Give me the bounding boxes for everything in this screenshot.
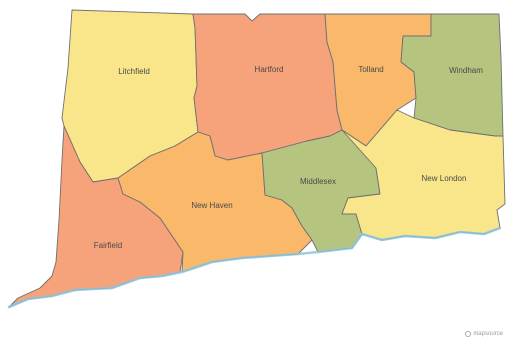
label-new-london: New London	[422, 174, 467, 183]
label-tolland: Tolland	[358, 65, 383, 74]
label-windham: Windham	[449, 66, 483, 75]
coastline	[7, 226, 502, 309]
watermark-text: mapsource	[473, 331, 503, 337]
logo-icon	[465, 331, 472, 337]
label-hartford: Hartford	[255, 65, 284, 74]
label-fairfield: Fairfield	[94, 241, 122, 250]
watermark: mapsource	[465, 331, 503, 337]
label-litchfield: Litchfield	[118, 67, 150, 76]
label-middlesex: Middlesex	[300, 177, 336, 186]
label-new-haven: New Haven	[191, 201, 232, 210]
